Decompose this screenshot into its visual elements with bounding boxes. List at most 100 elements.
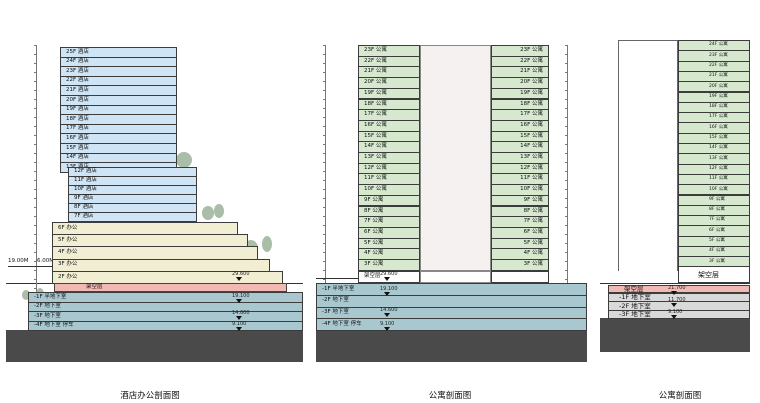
dim-small: 6.00M <box>37 258 54 264</box>
ruler-tick <box>565 180 568 181</box>
ruler-tick <box>323 270 326 271</box>
elev-marker: 11.700 <box>668 297 686 303</box>
elev-triangle <box>384 313 390 317</box>
ruler-tick <box>34 216 37 217</box>
elev-marker: 21.700 <box>668 285 686 291</box>
ruler-tick <box>323 171 326 172</box>
elev-triangle <box>671 291 677 295</box>
ruler-tick <box>323 99 326 100</box>
ruler-tick <box>323 81 326 82</box>
ruler-tick <box>34 288 37 289</box>
elev-marker: 14.600 <box>380 307 398 313</box>
ruler-tick <box>323 144 326 145</box>
ruler-tick <box>323 225 326 226</box>
ruler-tick <box>323 63 326 64</box>
adjacent-building-outline <box>618 40 678 271</box>
ruler-tick <box>565 99 568 100</box>
ruler-tick <box>565 270 568 271</box>
ruler-tick <box>565 117 568 118</box>
ruler-tick <box>323 243 326 244</box>
ruler-tick <box>565 54 568 55</box>
ruler-tick <box>565 63 568 64</box>
ruler-tick <box>34 171 37 172</box>
ruler-tick <box>34 45 37 46</box>
void-floor-label: 架空层 <box>86 283 103 290</box>
void-floor-core <box>420 271 491 283</box>
ruler-tick <box>34 261 37 262</box>
ground-base-right <box>600 318 750 352</box>
ruler-tick <box>323 180 326 181</box>
floor-row: 3F 公寓 <box>491 259 549 271</box>
elev-marker: 9.100 <box>232 321 247 327</box>
ruler-tick <box>323 90 326 91</box>
ruler-tick <box>323 126 326 127</box>
ruler-tick <box>34 234 37 235</box>
ruler-tick <box>323 189 326 190</box>
ruler-tick <box>323 162 326 163</box>
void-floor-right-tower <box>678 266 750 283</box>
tree <box>262 236 272 252</box>
ruler-tick <box>323 279 326 280</box>
ruler-tick <box>323 45 326 46</box>
ruler-tick <box>565 126 568 127</box>
ruler-tick <box>34 108 37 109</box>
ruler-tick <box>323 54 326 55</box>
ruler-tick <box>323 135 326 136</box>
void-floor-right-podium: 架空层 <box>608 285 750 293</box>
elev-triangle <box>236 277 242 281</box>
dim-left: 19.00M <box>8 258 29 264</box>
grade-line-right <box>600 283 750 284</box>
ruler-tick <box>34 189 37 190</box>
void-label-right: 架空层 <box>698 271 719 279</box>
tree <box>176 152 192 168</box>
ruler-tick <box>565 225 568 226</box>
ruler-tick <box>323 234 326 235</box>
caption-hotel-office: 酒店办公剖面图 <box>120 391 180 401</box>
ruler-tick <box>323 252 326 253</box>
height-ruler-left <box>34 45 37 330</box>
ruler-tick <box>34 162 37 163</box>
ruler-tick <box>34 63 37 64</box>
ruler-tick <box>34 180 37 181</box>
ruler-tick <box>34 207 37 208</box>
ruler-tick <box>323 216 326 217</box>
elev-marker: 19.100 <box>232 293 250 299</box>
ruler-tick <box>565 261 568 262</box>
caption-apartment-2: 公寓剖面图 <box>658 391 702 401</box>
ruler-tick <box>565 171 568 172</box>
elev-triangle <box>236 327 242 331</box>
void-floor-label: 架空层 <box>624 284 644 293</box>
ground-base-left <box>6 330 303 362</box>
elev-triangle <box>384 277 390 281</box>
ruler-tick <box>565 252 568 253</box>
ruler-tick <box>34 81 37 82</box>
ruler-tick <box>34 225 37 226</box>
ruler-tick <box>323 108 326 109</box>
ground-notch-left <box>316 278 358 284</box>
ruler-tick <box>565 72 568 73</box>
ruler-tick <box>34 270 37 271</box>
ruler-tick <box>565 243 568 244</box>
ruler-tick <box>34 144 37 145</box>
ruler-tick <box>565 90 568 91</box>
elev-triangle <box>671 315 677 319</box>
ruler-tick <box>323 117 326 118</box>
ruler-tick <box>34 54 37 55</box>
height-ruler-middle-right <box>565 45 568 285</box>
elev-triangle <box>236 316 242 320</box>
ruler-tick <box>34 126 37 127</box>
ruler-tick <box>565 189 568 190</box>
floor-row: 3F 办公 <box>52 258 270 272</box>
elev-marker: 29.600 <box>380 271 398 277</box>
ruler-tick <box>565 207 568 208</box>
ruler-tick <box>34 99 37 100</box>
void-floor-right <box>491 271 549 283</box>
ruler-tick <box>34 135 37 136</box>
ruler-tick <box>565 216 568 217</box>
elev-marker: 14.600 <box>232 310 250 316</box>
ruler-tick <box>565 234 568 235</box>
floor-row: 4F 办公 <box>52 246 258 260</box>
ruler-tick <box>34 198 37 199</box>
elev-triangle <box>384 292 390 296</box>
ruler-tick <box>323 198 326 199</box>
